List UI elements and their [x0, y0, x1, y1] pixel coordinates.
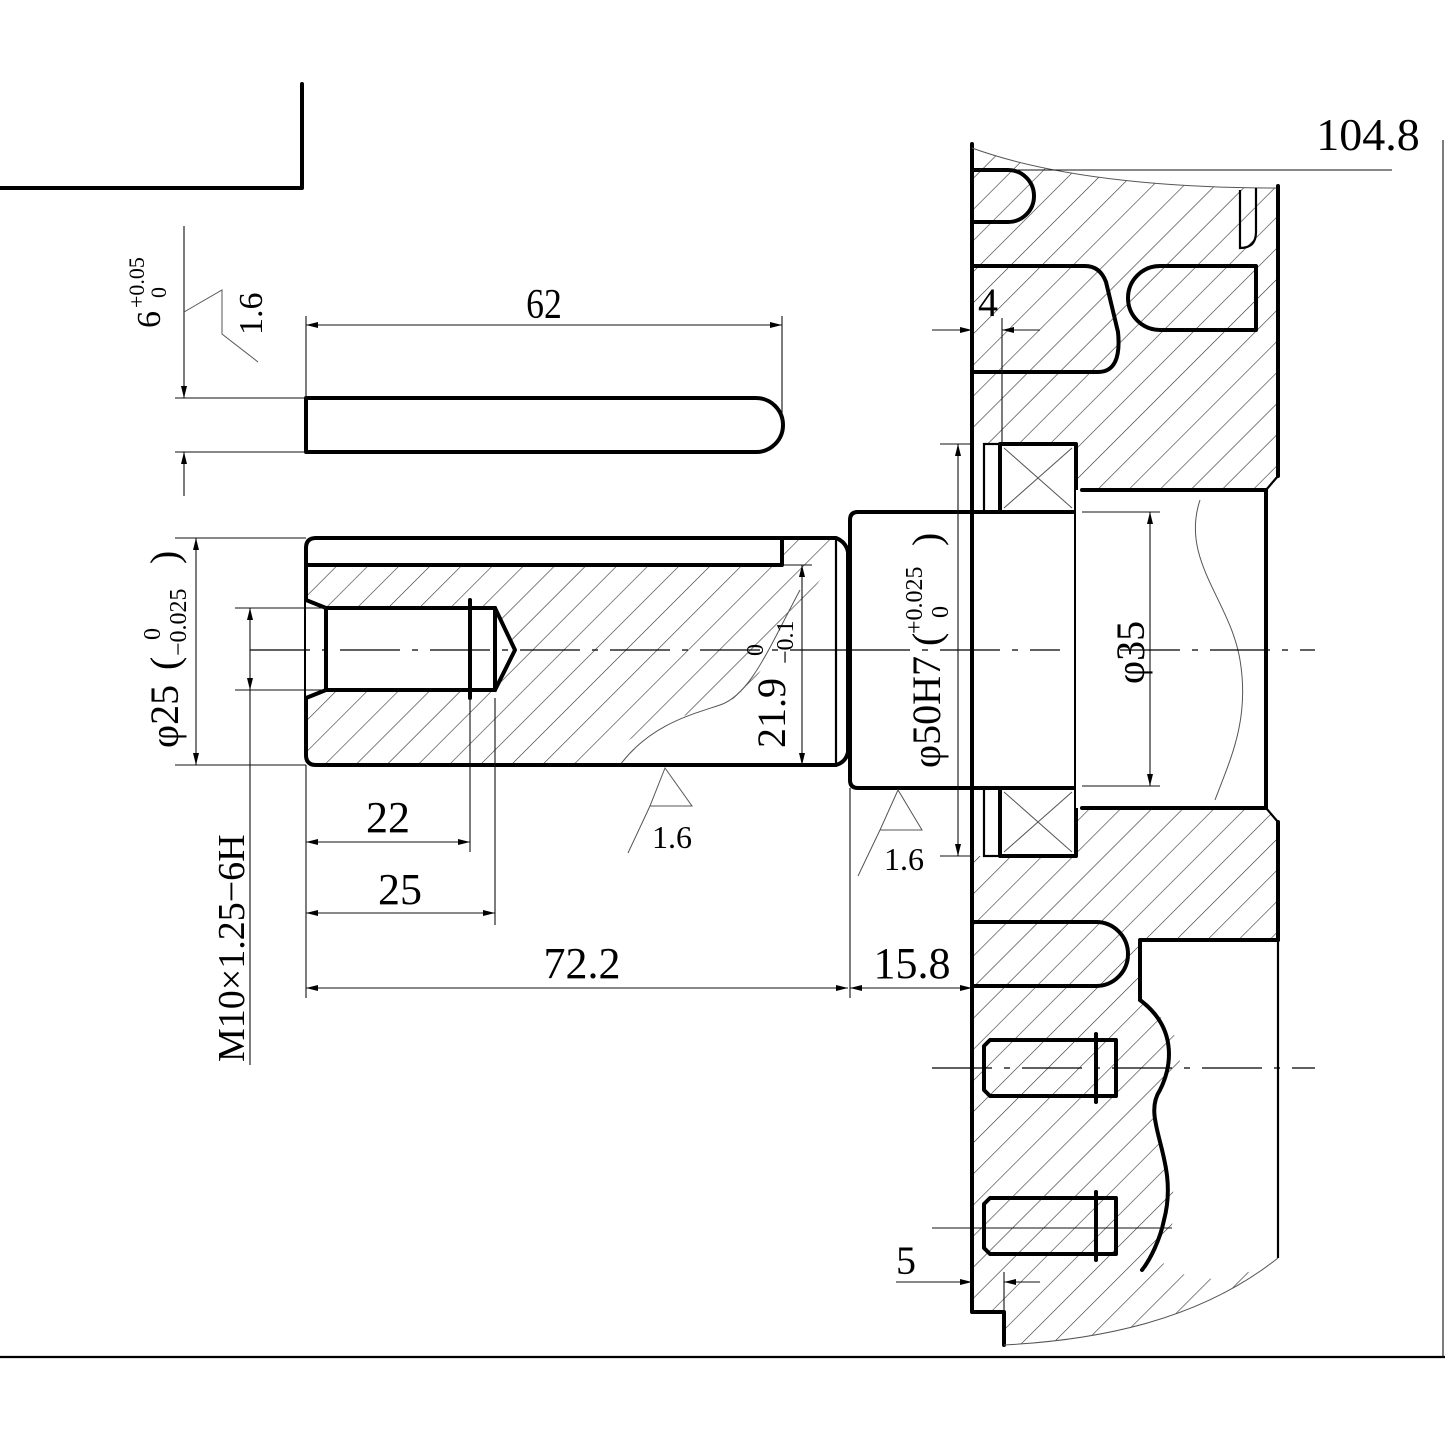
- key-width-tol-lower: 0: [146, 287, 171, 298]
- shoulder-length-label: 15.8: [874, 939, 951, 988]
- crankcase-flange: [896, 142, 1392, 1347]
- shaft-diameter-tol-lower: −0.025: [166, 588, 192, 656]
- shaft-diameter-dimension: φ25 ( 0 −0.025 ): [140, 551, 192, 748]
- shaft-part: [175, 536, 860, 1065]
- bottom-border: [0, 140, 1445, 1359]
- keyway-depth-label: 21.9: [749, 678, 794, 748]
- offset-top-label: 4: [978, 280, 998, 325]
- overall-label: 104.8: [1316, 109, 1420, 160]
- flange-roughness-label: 1.6: [884, 841, 924, 877]
- thread-spec: M10×1.25−6H: [211, 834, 253, 1062]
- key-length-label: 62: [526, 281, 562, 327]
- title-block-corner: [0, 82, 304, 190]
- keyway-tol-upper: 0: [743, 644, 769, 656]
- shaft-shoulder: [848, 443, 1078, 998]
- open-paren: (: [142, 657, 187, 670]
- key-width-tol-upper: +0.05: [124, 257, 149, 308]
- key-width-dimension: 6 +0.05 0: [124, 257, 171, 328]
- open-paren: (: [904, 633, 949, 646]
- thread-label: M10×1.25−6H: [211, 834, 253, 1062]
- thread-length-label: 22: [366, 793, 410, 842]
- shaft-diameter-tol-upper: 0: [140, 628, 166, 640]
- key-roughness-label: 1.6: [233, 293, 270, 336]
- keyway-depth-dimension: 21.9 0 −0.1: [743, 620, 799, 748]
- bearing-bore-tol-upper: +0.025: [902, 566, 928, 634]
- keyway-tol-lower: −0.1: [773, 620, 799, 664]
- key-roughness: 1.6: [233, 293, 270, 336]
- hole-depth-label: 25: [378, 865, 422, 914]
- key-part: [175, 226, 785, 496]
- shaft-length-label: 72.2: [544, 939, 621, 988]
- shaft-roughness-label: 1.6: [652, 819, 692, 855]
- shaft-diameter-label: φ25: [142, 685, 187, 748]
- close-paren: ): [142, 551, 187, 564]
- close-paren: ): [904, 533, 949, 546]
- key-width-label: 6: [131, 311, 168, 328]
- bearing-bore-label: φ50H7: [904, 656, 949, 768]
- inner-bore-label: φ35: [1108, 621, 1153, 684]
- inner-bore-dimension: φ35: [1108, 621, 1153, 684]
- bearing-bore-dimension: φ50H7 ( +0.025 0 ): [902, 533, 954, 768]
- bearing-bore-tol-lower: 0: [928, 606, 954, 618]
- offset-bottom-label: 5: [896, 1238, 916, 1283]
